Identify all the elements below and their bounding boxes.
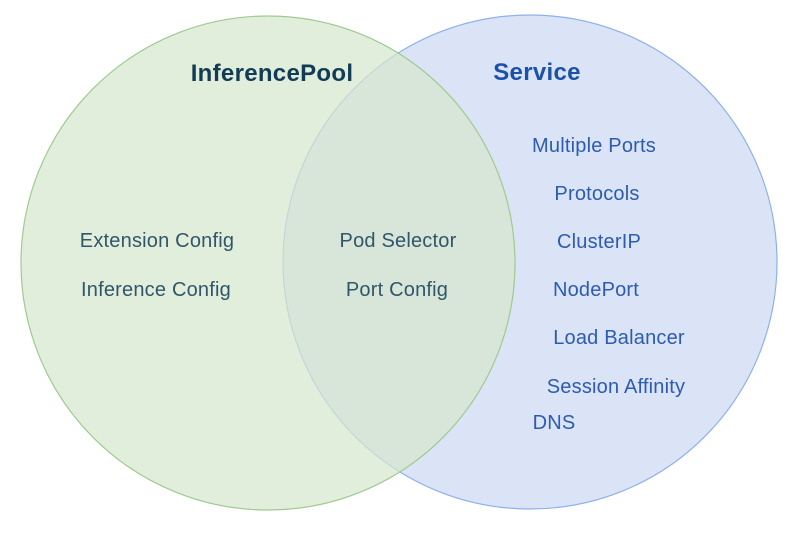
shared-item-port-config: Port Config	[345, 279, 449, 301]
right-item-protocols: Protocols	[554, 183, 640, 205]
shared-item-pod-selector: Pod Selector	[339, 230, 457, 252]
right-item-nodeport: NodePort	[552, 279, 640, 301]
inferencepool-title: InferencePool	[190, 60, 354, 87]
right-item-multiple-ports: Multiple Ports	[532, 135, 656, 157]
left-item-extension-config: Extension Config	[79, 230, 235, 252]
right-item-load-balancer: Load Balancer	[553, 327, 685, 349]
right-item-session-affinity: Session Affinity	[546, 376, 686, 398]
left-item-inference-config: Inference Config	[81, 279, 231, 301]
service-title: Service	[493, 59, 581, 86]
right-item-clusterip: ClusterIP	[556, 231, 642, 253]
right-item-dns: DNS	[532, 412, 576, 434]
inferencepool-circle	[20, 15, 516, 511]
